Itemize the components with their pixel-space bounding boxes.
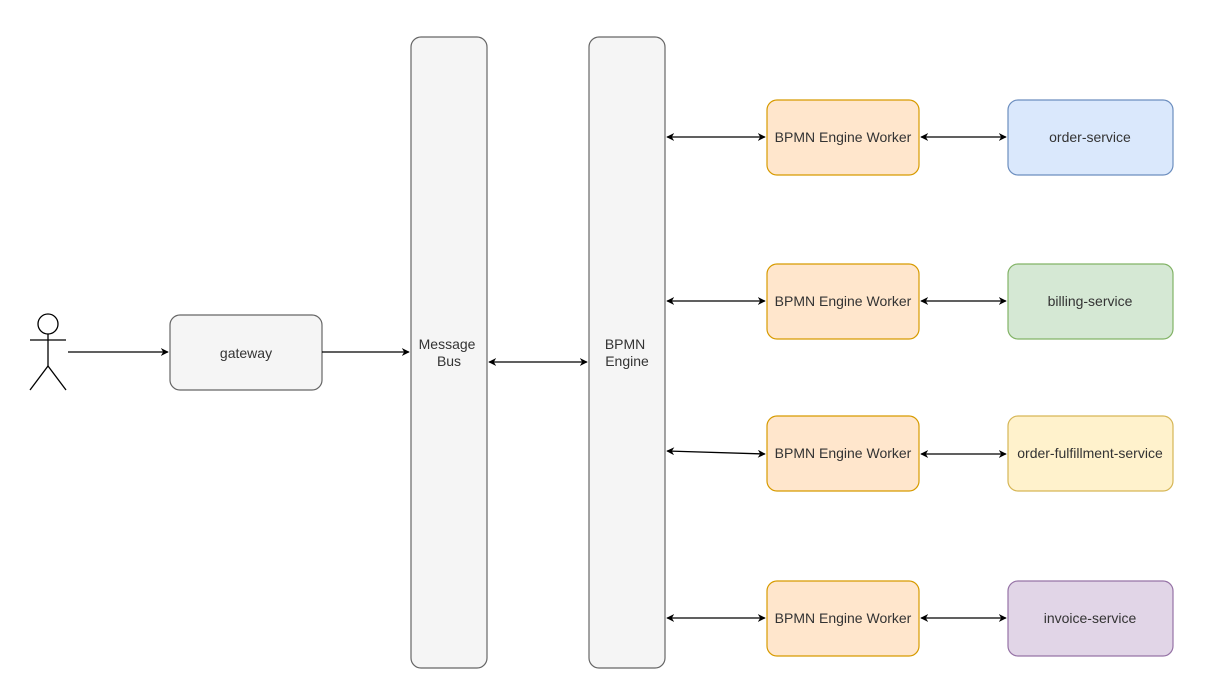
message-bus-label-line1: Message [419,336,476,352]
bpmn-worker-1-label: BPMN Engine Worker [775,129,912,145]
order-service-node[interactable]: order-service [1007,99,1174,176]
connectors [68,133,1007,622]
order-fulfillment-service-label: order-fulfillment-service [1017,445,1163,461]
bpmn-worker-4[interactable]: BPMN Engine Worker [766,580,920,657]
bpmn-engine-label-line1: BPMN [605,336,645,352]
bpmn-worker-2[interactable]: BPMN Engine Worker [766,263,920,340]
bpmn-engine-label-line2: Engine [605,353,649,369]
bpmn-worker-3-label: BPMN Engine Worker [775,445,912,461]
bpmn-engine-node[interactable]: BPMN Engine [588,36,666,669]
bpmn-engine-label: BPMN Engine [605,336,649,369]
gateway-node[interactable]: gateway [169,314,323,391]
message-bus-node[interactable]: Message Bus [410,36,488,669]
bpmn-worker-2-label: BPMN Engine Worker [775,293,912,309]
bpmn-worker-1[interactable]: BPMN Engine Worker [766,99,920,176]
invoice-service-label: invoice-service [1044,610,1137,626]
order-fulfillment-service-node[interactable]: order-fulfillment-service [1007,415,1174,492]
bpmn-worker-3[interactable]: BPMN Engine Worker [766,415,920,492]
edge-engine-worker-3[interactable] [666,447,766,458]
message-bus-label-line2: Bus [437,353,461,369]
bpmn-worker-4-label: BPMN Engine Worker [775,610,912,626]
user-actor-icon [29,313,67,391]
gateway-label: gateway [220,345,272,361]
invoice-service-node[interactable]: invoice-service [1007,580,1174,657]
billing-service-label: billing-service [1048,293,1133,309]
order-service-label: order-service [1049,129,1131,145]
billing-service-node[interactable]: billing-service [1007,263,1174,340]
message-bus-label: Message Bus [419,336,480,369]
